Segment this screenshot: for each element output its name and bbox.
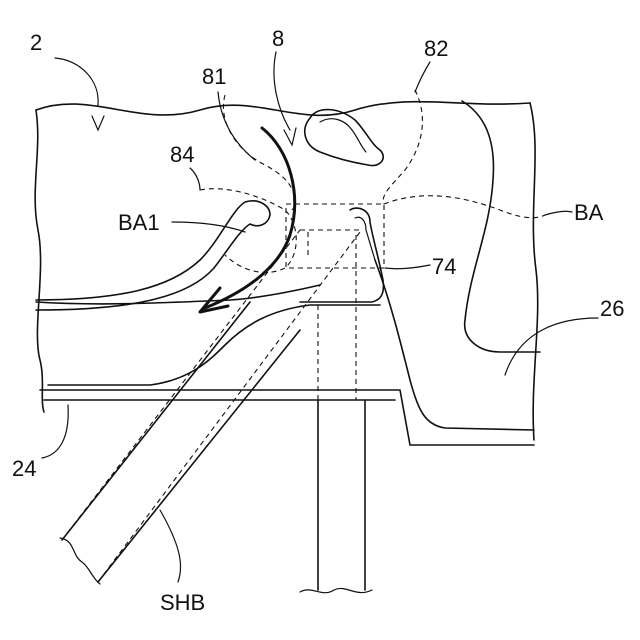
top-break-line xyxy=(36,102,530,116)
leader-74 xyxy=(385,265,430,269)
shb-upper-edge xyxy=(62,302,250,540)
label-82: 82 xyxy=(424,36,448,61)
left-edge-line xyxy=(35,110,44,412)
shaft-break xyxy=(300,588,372,592)
region-ba-leader-dashed xyxy=(384,196,545,218)
leader-82 xyxy=(415,62,430,92)
hidden-line-1 xyxy=(98,232,360,582)
region-82-dashed xyxy=(383,90,422,204)
body-24-base xyxy=(40,390,534,445)
label-74: 74 xyxy=(432,254,456,279)
hook-74 xyxy=(300,208,383,302)
leader-81 xyxy=(218,92,255,160)
label-8: 8 xyxy=(272,26,284,51)
label-2: 2 xyxy=(30,30,42,55)
label-ba: BA xyxy=(574,200,604,225)
leader-shb xyxy=(160,510,181,582)
leader-ba1 xyxy=(172,222,245,232)
leader-24 xyxy=(42,405,68,458)
upper-slot-outer xyxy=(305,110,383,166)
label-81: 81 xyxy=(202,64,226,89)
leader-8 xyxy=(274,52,290,130)
right-edge-line xyxy=(530,103,538,440)
leader-84 xyxy=(190,168,200,190)
region-ba-box xyxy=(286,204,384,268)
label-24: 24 xyxy=(12,456,36,481)
pocket-82-outline xyxy=(462,101,540,352)
label-84: 84 xyxy=(170,142,194,167)
leader-26 xyxy=(505,318,598,375)
right-contour xyxy=(375,260,534,430)
leader-ba xyxy=(545,211,572,215)
hook-74-inner xyxy=(355,217,375,260)
label-26: 26 xyxy=(600,296,624,321)
label-ba1: BA1 xyxy=(118,210,160,235)
label-shb: SHB xyxy=(160,590,205,615)
leader-2-arrowhead xyxy=(92,116,104,130)
leader-2 xyxy=(55,58,98,105)
body-24-outline xyxy=(36,285,320,304)
shb-break xyxy=(60,538,100,584)
body-24-lower-line xyxy=(48,305,380,385)
